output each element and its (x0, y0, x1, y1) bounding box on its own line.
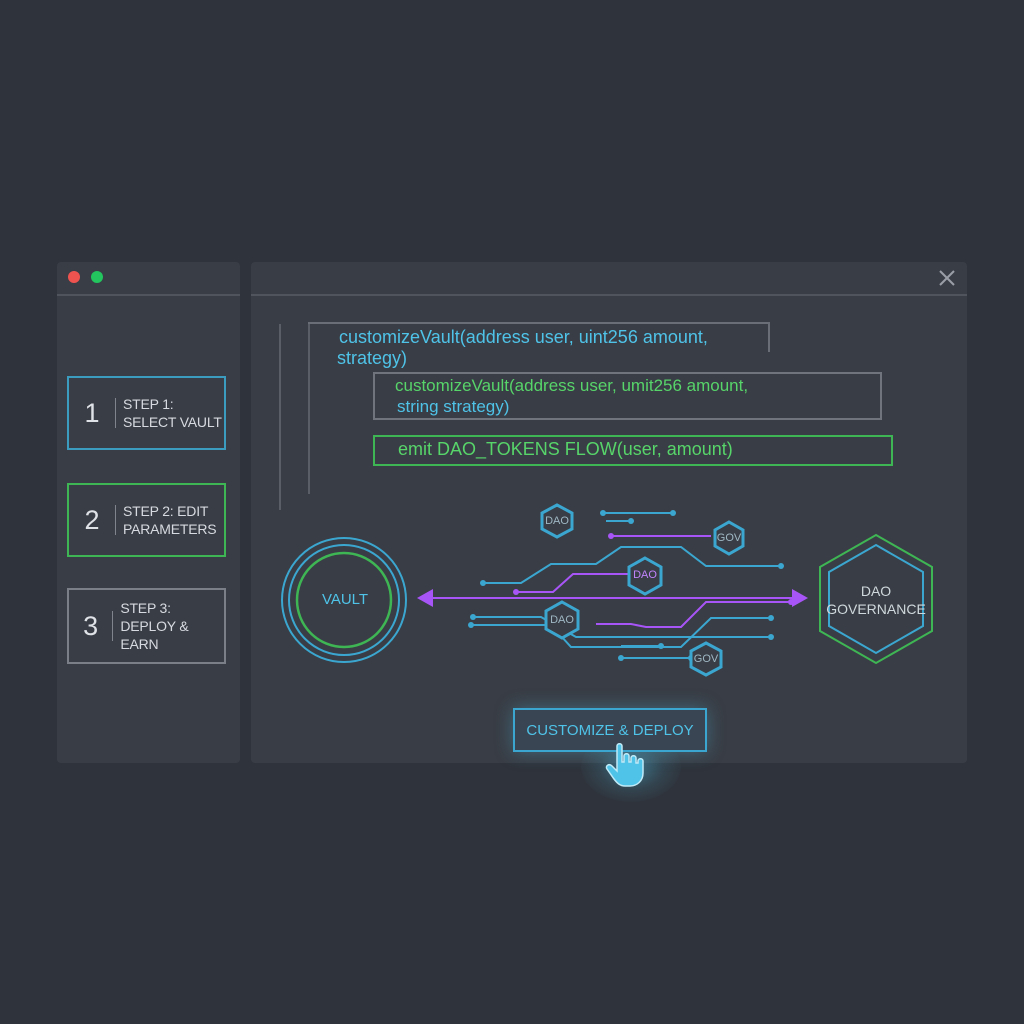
node-label-gov: GOV (693, 653, 719, 665)
panel-divider (57, 294, 240, 296)
step-deploy-earn[interactable]: 3 STEP 3: DEPLOY & EARN (67, 588, 226, 664)
step-separator (112, 611, 114, 641)
gov-node-1[interactable] (713, 520, 745, 556)
governance-label-line2: GOVERNANCE (826, 601, 926, 617)
close-window-dot[interactable] (68, 271, 80, 283)
step-separator (115, 505, 116, 535)
close-icon[interactable] (937, 268, 957, 288)
code-line-edit[interactable]: customizeVault(address user, umit256 amo… (395, 376, 749, 395)
code-block-outer (308, 322, 770, 352)
step-label-line1: STEP 3: (120, 600, 171, 616)
vault-label: VAULT (321, 591, 369, 608)
main-panel: customizeVault(address user, uint256 amo… (251, 262, 967, 802)
code-block-edit[interactable] (373, 372, 882, 420)
step-label: STEP 1: SELECT VAULT (123, 395, 222, 431)
maximize-window-dot[interactable] (91, 271, 103, 283)
step-label-line2: SELECT VAULT (123, 414, 222, 430)
step-label-line1: STEP 1: (123, 396, 174, 412)
governance-label: DAO GOVERNANCE (821, 582, 931, 618)
step-label-line2: DEPLOY & EARN (120, 618, 189, 652)
code-block-emit[interactable] (373, 435, 893, 466)
governance-label-line1: DAO (860, 583, 892, 599)
customize-deploy-button[interactable]: CUSTOMIZE & DEPLOY (513, 708, 707, 752)
node-label-dao: DAO (545, 515, 569, 527)
code-line-signature[interactable]: customizeVault(address user, uint256 amo… (339, 327, 708, 347)
step-number: 2 (84, 504, 100, 535)
gov-node-2[interactable] (689, 641, 723, 677)
node-label-gov: GOV (716, 532, 742, 544)
purple-dots (513, 533, 794, 605)
node-label-dao: DAO (550, 614, 574, 626)
code-line-signature-end[interactable]: strategy) (337, 348, 408, 368)
step-number: 1 (84, 397, 100, 428)
panel-divider (251, 294, 967, 296)
step-edit-parameters[interactable]: 2 STEP 2: EDIT PARAMETERS (67, 483, 226, 557)
dao-node-1[interactable] (540, 503, 574, 539)
step-separator (115, 398, 116, 428)
purple-flow-arrow (417, 589, 808, 607)
step-select-vault[interactable]: 1 STEP 1: SELECT VAULT (67, 376, 226, 450)
step-number: 3 (83, 610, 99, 641)
step-label-line2: PARAMETERS (123, 521, 217, 537)
step-label-line1: STEP 2: EDIT (123, 503, 209, 519)
steps-panel: 1 STEP 1: SELECT VAULT 2 STEP 2: EDIT PA… (57, 262, 240, 763)
step-label: STEP 3: DEPLOY & EARN (120, 599, 224, 653)
code-gutter-inner (308, 324, 310, 494)
hand-cursor-icon (605, 743, 644, 787)
step-label: STEP 2: EDIT PARAMETERS (123, 502, 217, 538)
token-flow-diagram (281, 503, 933, 677)
governance-node[interactable] (819, 533, 933, 665)
code-line-emit[interactable]: emit DAO_TOKENS FLOW(user, amount) (398, 439, 733, 459)
purple-circuit-lines (516, 535, 791, 628)
dao-node-2[interactable] (627, 556, 663, 596)
node-label-dao: DAO (633, 569, 657, 581)
code-gutter (279, 324, 281, 510)
code-line-edit-end[interactable]: string strategy) (397, 397, 510, 416)
dao-node-3[interactable] (544, 600, 580, 640)
vault-node[interactable] (281, 537, 407, 663)
